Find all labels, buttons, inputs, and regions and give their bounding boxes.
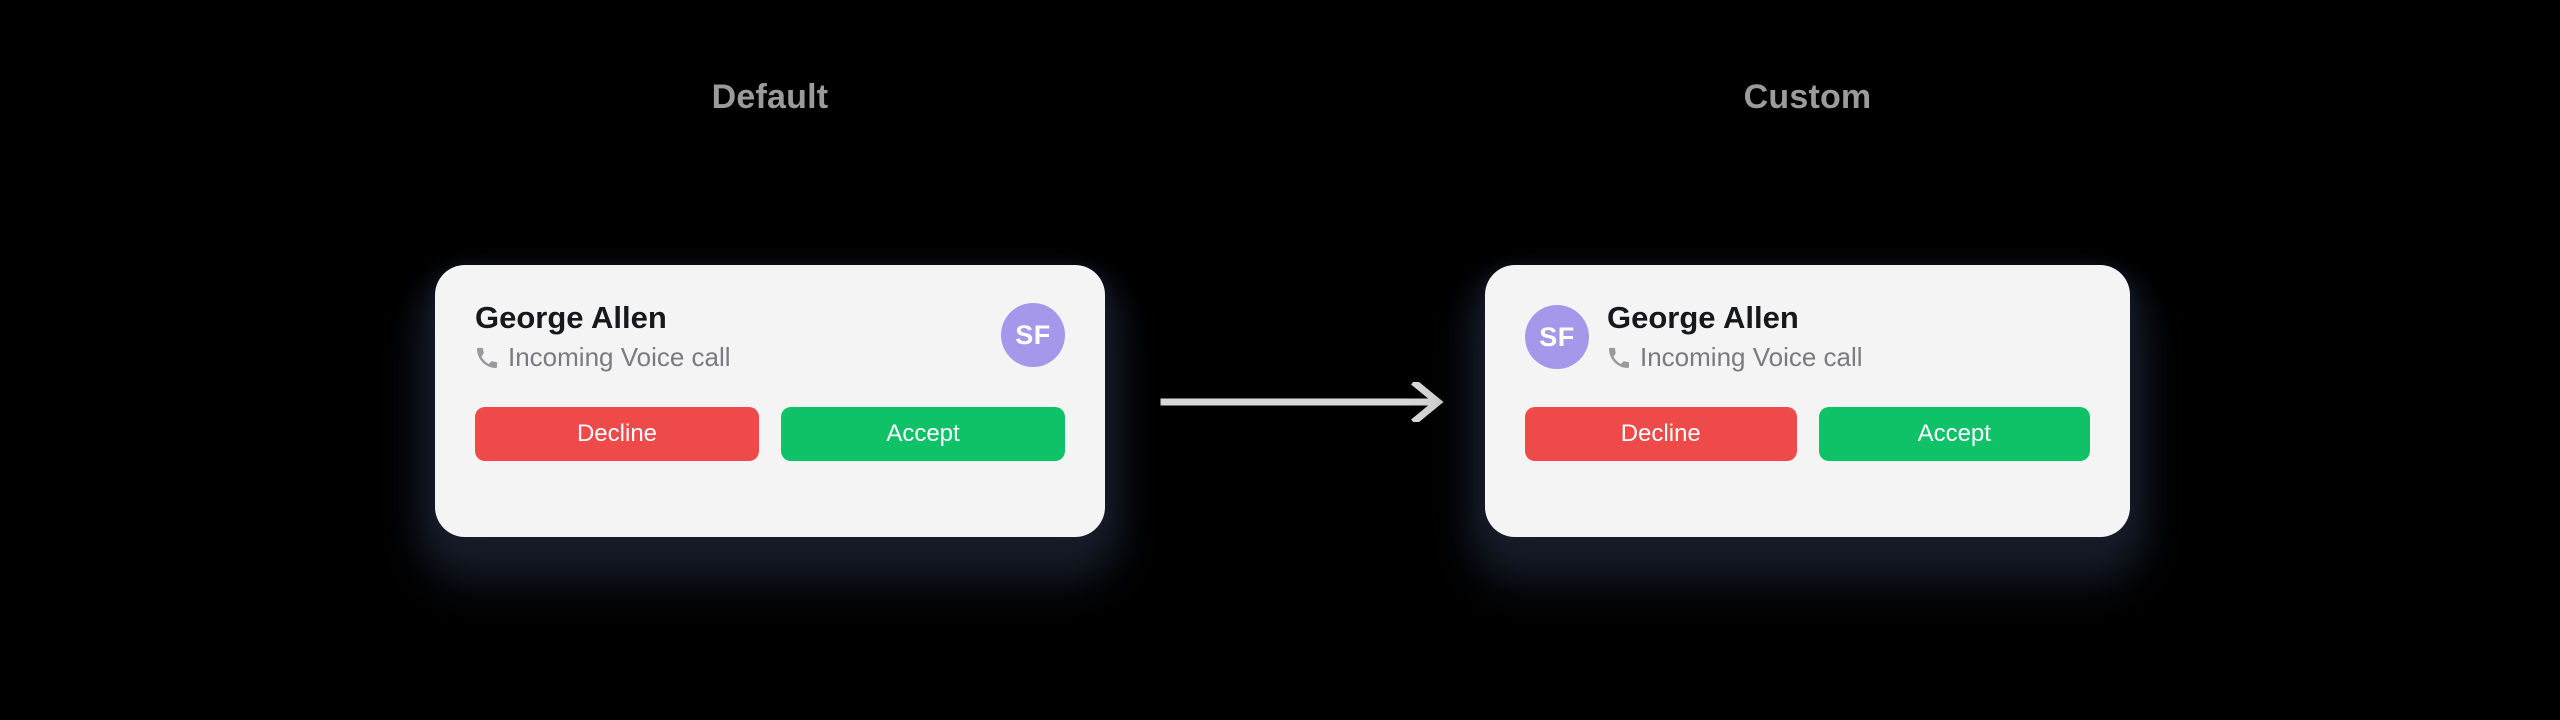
phone-icon	[475, 346, 499, 370]
section-caption-default: Default	[711, 78, 829, 116]
avatar: SF	[1001, 303, 1065, 367]
phone-icon	[1607, 346, 1631, 370]
call-status-label: Incoming Voice call	[508, 341, 731, 372]
caller-identity: George Allen Incoming Voice call	[1607, 300, 1863, 373]
notification-card-custom[interactable]: SF George Allen Incoming Voice call Decl…	[1485, 265, 2130, 537]
call-status-row: Incoming Voice call	[475, 341, 731, 373]
decline-button[interactable]: Decline	[475, 406, 759, 461]
arrow-right-icon	[1160, 382, 1450, 422]
decline-button[interactable]: Decline	[1525, 406, 1797, 461]
caller-name: George Allen	[1607, 300, 1799, 335]
accept-button[interactable]: Accept	[1818, 406, 2090, 461]
call-status-row: Incoming Voice call	[1607, 341, 1863, 373]
notification-actions: Decline Accept	[475, 406, 1065, 461]
avatar: SF	[1525, 305, 1589, 369]
section-caption-custom: Custom	[1743, 78, 1872, 116]
notification-card-default[interactable]: George Allen Incoming Voice call SF Decl…	[435, 265, 1105, 537]
call-status-label: Incoming Voice call	[1640, 341, 1863, 372]
notification-header: SF George Allen Incoming Voice call	[1525, 300, 2090, 373]
caller-identity: George Allen Incoming Voice call	[475, 300, 731, 373]
caller-name: George Allen	[475, 300, 667, 335]
accept-button[interactable]: Accept	[781, 406, 1065, 461]
notification-actions: Decline Accept	[1525, 406, 2090, 461]
notification-header: George Allen Incoming Voice call SF	[475, 300, 1065, 373]
